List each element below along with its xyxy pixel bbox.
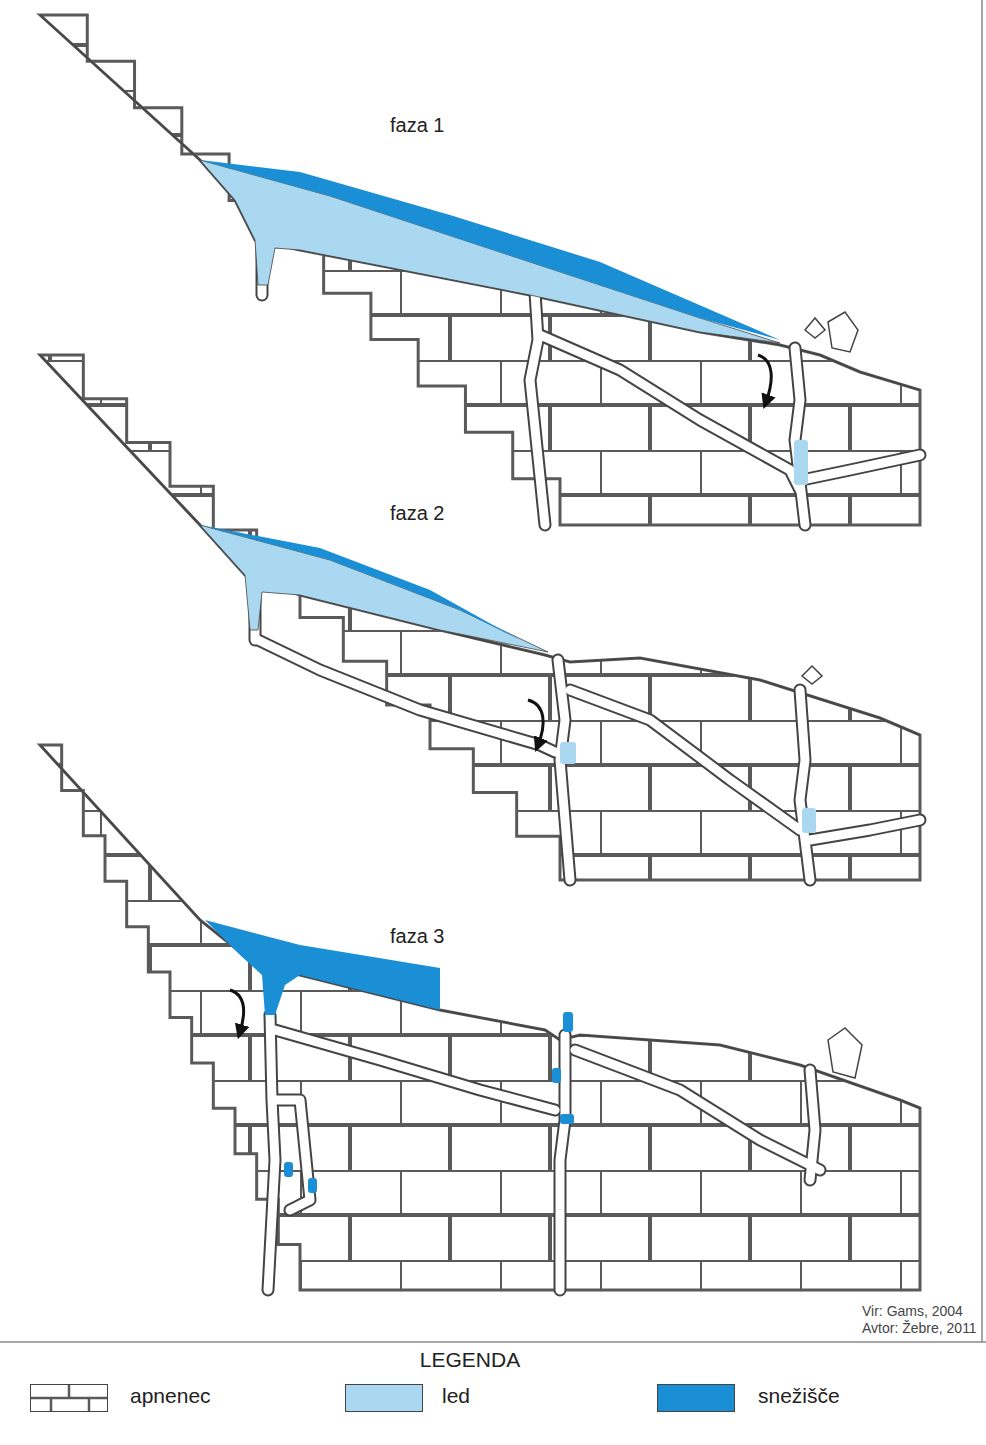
cave-passage	[810, 820, 920, 840]
boulder	[802, 666, 822, 684]
brick-line	[88, 1398, 91, 1411]
cave-passage	[802, 455, 920, 480]
phase-panel	[40, 745, 920, 1290]
brick-line	[50, 1398, 53, 1411]
boulder	[805, 318, 825, 338]
legend-swatch	[657, 1384, 735, 1412]
passage-outline	[802, 455, 920, 480]
snow-field	[200, 160, 780, 340]
ice-deposit	[552, 1068, 561, 1083]
label-box: LEGENDA	[420, 1348, 520, 1372]
flow-arrow	[230, 990, 244, 1032]
snow-field	[200, 525, 520, 640]
cave-passage	[530, 292, 545, 525]
ground-surface	[40, 745, 920, 1108]
ice-body	[200, 160, 780, 343]
brick-line	[68, 1385, 71, 1398]
ice-deposit	[284, 1162, 293, 1177]
ice-deposit	[560, 742, 576, 764]
cave-passage	[810, 1070, 815, 1180]
passage-outline	[275, 1100, 310, 1210]
cave-passage	[268, 1015, 275, 1290]
ground-surface	[40, 355, 920, 735]
ice-deposit	[794, 440, 808, 485]
legend-divider	[0, 1341, 986, 1343]
ice-deposit	[802, 808, 816, 833]
passage-outline	[258, 640, 555, 752]
cave-passage	[795, 348, 805, 525]
diagram-label: faza 3	[390, 925, 444, 947]
passage-outline	[268, 1015, 275, 1290]
passage-outline	[810, 1070, 815, 1180]
phase-panel	[40, 15, 920, 525]
cave-passage	[275, 1030, 555, 1110]
label-box: Avtor: Žebre, 2011	[862, 1320, 977, 1336]
limestone-rock	[40, 745, 920, 1290]
ice-deposit	[308, 1178, 317, 1193]
ice-body	[200, 525, 548, 652]
legend-entry: led	[442, 1384, 470, 1408]
passage-outline	[800, 690, 810, 880]
legend-entry: snežišče	[758, 1384, 840, 1408]
passage-outline	[810, 820, 920, 840]
legend-entry: apnenec	[130, 1384, 211, 1408]
limestone-rock	[40, 15, 920, 525]
boulder	[828, 312, 858, 352]
cave-passage	[570, 690, 800, 830]
ground-surface	[40, 15, 920, 390]
passage-outline	[275, 1030, 555, 1110]
flow-arrow	[758, 355, 771, 402]
passage-outline	[575, 1050, 820, 1170]
label-box: faza 1	[390, 114, 444, 137]
limestone-rock	[40, 355, 920, 880]
ice-deposit	[560, 1114, 574, 1124]
cave-passage	[575, 1050, 820, 1170]
passage-outline	[540, 335, 800, 490]
diagram-label: Avtor: Žebre, 2011	[862, 1320, 977, 1336]
legend-text: apnenec	[130, 1384, 211, 1407]
passage-outline	[530, 292, 545, 525]
legend-swatch	[345, 1384, 423, 1412]
phase-panel	[40, 355, 920, 880]
legend-text: snežišče	[758, 1384, 840, 1407]
boulder	[828, 1028, 862, 1078]
swatch-ground	[31, 1385, 107, 1411]
passage-outline	[570, 690, 800, 830]
label-box: faza 2	[390, 502, 444, 525]
cave-passage	[275, 1100, 310, 1210]
diagram-label: faza 2	[390, 502, 444, 524]
cave-passage	[800, 690, 810, 880]
diagram-label: faza 1	[390, 114, 444, 136]
cave-passage	[540, 335, 800, 490]
diagram-label: Vir: Gams, 2004	[862, 1303, 963, 1319]
passage-outline	[795, 348, 805, 525]
label-box: Vir: Gams, 2004	[862, 1303, 963, 1319]
flow-arrow	[528, 700, 543, 745]
limestone-swatch	[31, 1385, 107, 1411]
label-box: faza 3	[390, 925, 444, 948]
ice-deposit	[563, 1012, 573, 1032]
frame-edge	[981, 0, 983, 1342]
diagram-label: LEGENDA	[420, 1348, 520, 1371]
legend-text: led	[442, 1384, 470, 1407]
legend-swatch	[30, 1384, 108, 1412]
cave-passage	[258, 640, 555, 752]
